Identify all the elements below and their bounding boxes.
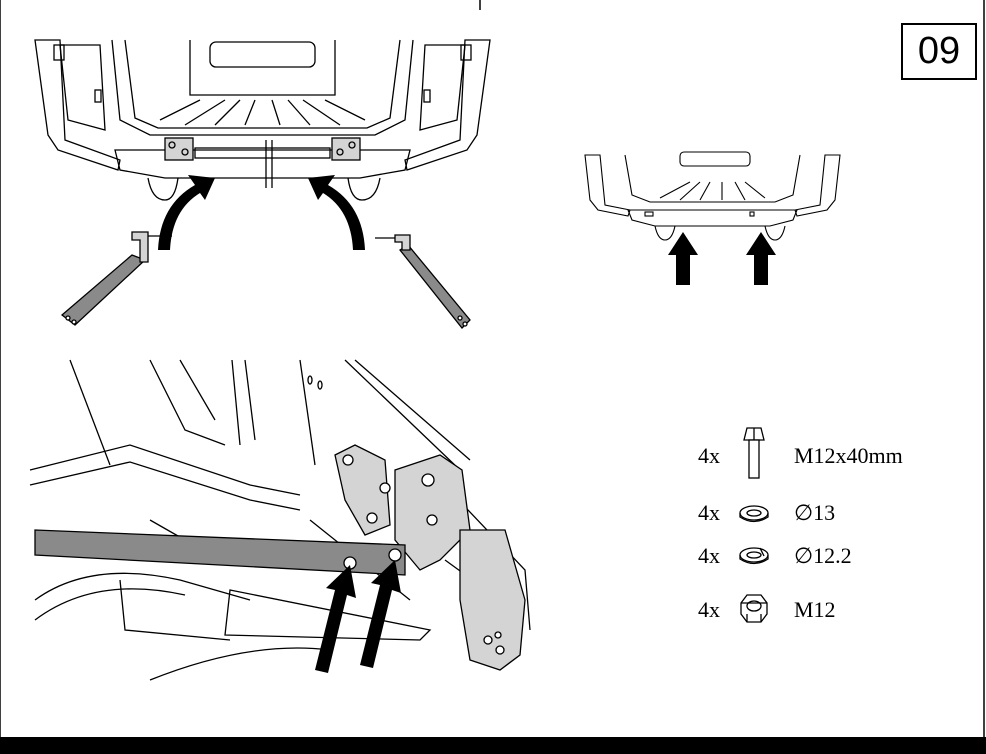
van-rear-view-small — [584, 151, 841, 241]
bracket-left — [60, 231, 172, 326]
hardware-spec: ∅13 — [794, 500, 836, 525]
hardware-spec: M12 — [794, 597, 836, 622]
bottom-bar — [0, 737, 986, 754]
hardware-row-spring-washer: 4x ∅12.2 — [698, 536, 852, 576]
sheet-frame — [0, 0, 985, 738]
step-number: 09 — [901, 23, 977, 80]
hardware-qty: 4x — [698, 597, 720, 622]
mounting-plate — [334, 444, 526, 671]
van-rear-view-large — [34, 39, 491, 201]
curved-arrow-icon — [158, 175, 365, 250]
hardware-row-hex-nut: 4x M12 — [698, 590, 836, 630]
bracket-arm — [34, 529, 406, 576]
spring-washer-icon — [739, 547, 769, 565]
chassis-closeup — [29, 359, 531, 681]
up-arrow-icon — [315, 560, 401, 673]
up-arrow-icon — [668, 232, 776, 285]
hex-nut-icon — [740, 594, 768, 623]
hardware-spec: M12x40mm — [794, 443, 903, 468]
hardware-spec: ∅12.2 — [794, 543, 852, 568]
hardware-qty: 4x — [698, 500, 720, 525]
hardware-qty: 4x — [698, 543, 720, 568]
flat-washer-icon — [739, 505, 769, 523]
hardware-row-flat-washer: 4x ∅13 — [698, 493, 835, 533]
bolt-icon — [743, 427, 765, 479]
hardware-row-bolt: 4x M12x40mm — [698, 436, 903, 476]
hardware-qty: 4x — [698, 443, 720, 468]
bracket-right — [375, 234, 471, 329]
